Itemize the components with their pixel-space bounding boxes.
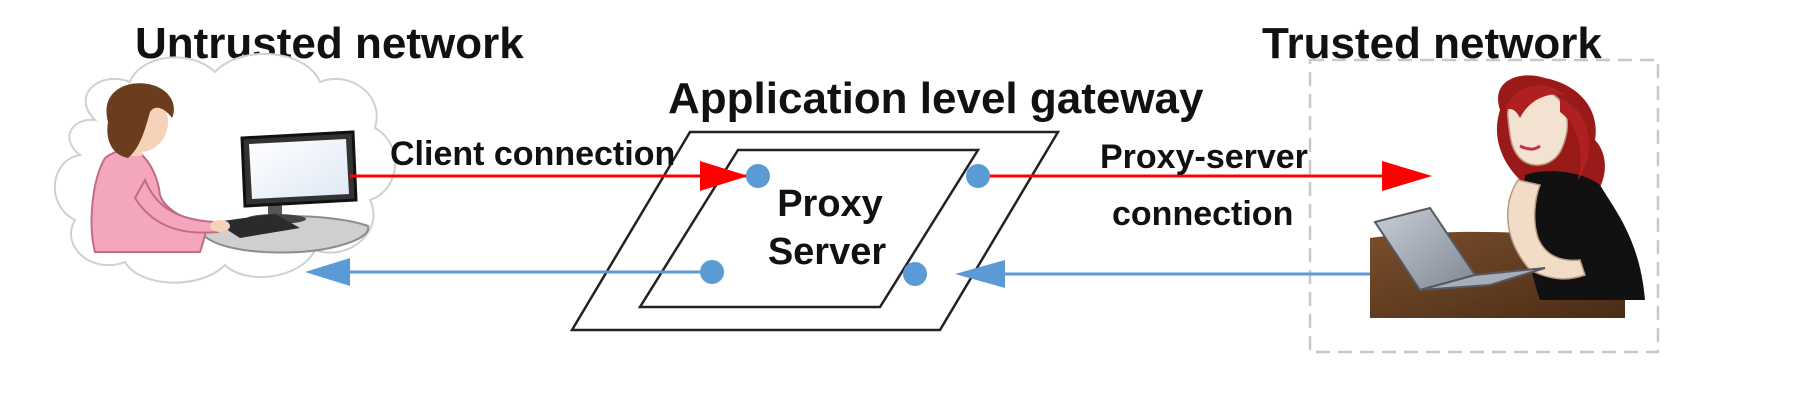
client-connection-label: Client connection xyxy=(390,135,675,173)
proxy-server-connection-arrow xyxy=(978,161,1432,191)
proxy-server-label-line2: Server xyxy=(768,231,887,273)
proxy-server-connection-label-line2: connection xyxy=(1112,195,1293,233)
client-connection-arrow xyxy=(350,161,748,191)
connector-dot-return-in xyxy=(903,262,927,286)
trusted-network-boundary xyxy=(1308,58,1660,354)
proxy-server-label-line1: Proxy xyxy=(777,183,883,225)
gateway-label: Application level gateway xyxy=(668,74,1204,123)
person-at-desktop-computer-icon xyxy=(90,83,370,254)
connector-dot-in xyxy=(746,164,770,188)
proxy-server-connection-label-line1: Proxy-server xyxy=(1100,138,1308,176)
connector-dot-out xyxy=(966,164,990,188)
woman-with-laptop-icon xyxy=(1370,75,1645,318)
proxy-server-box xyxy=(637,148,981,309)
connector-dot-return-out xyxy=(700,260,724,284)
trusted-response-arrow xyxy=(955,260,1370,288)
untrusted-network-label: Untrusted network xyxy=(135,19,524,68)
untrusted-response-arrow xyxy=(305,258,712,286)
